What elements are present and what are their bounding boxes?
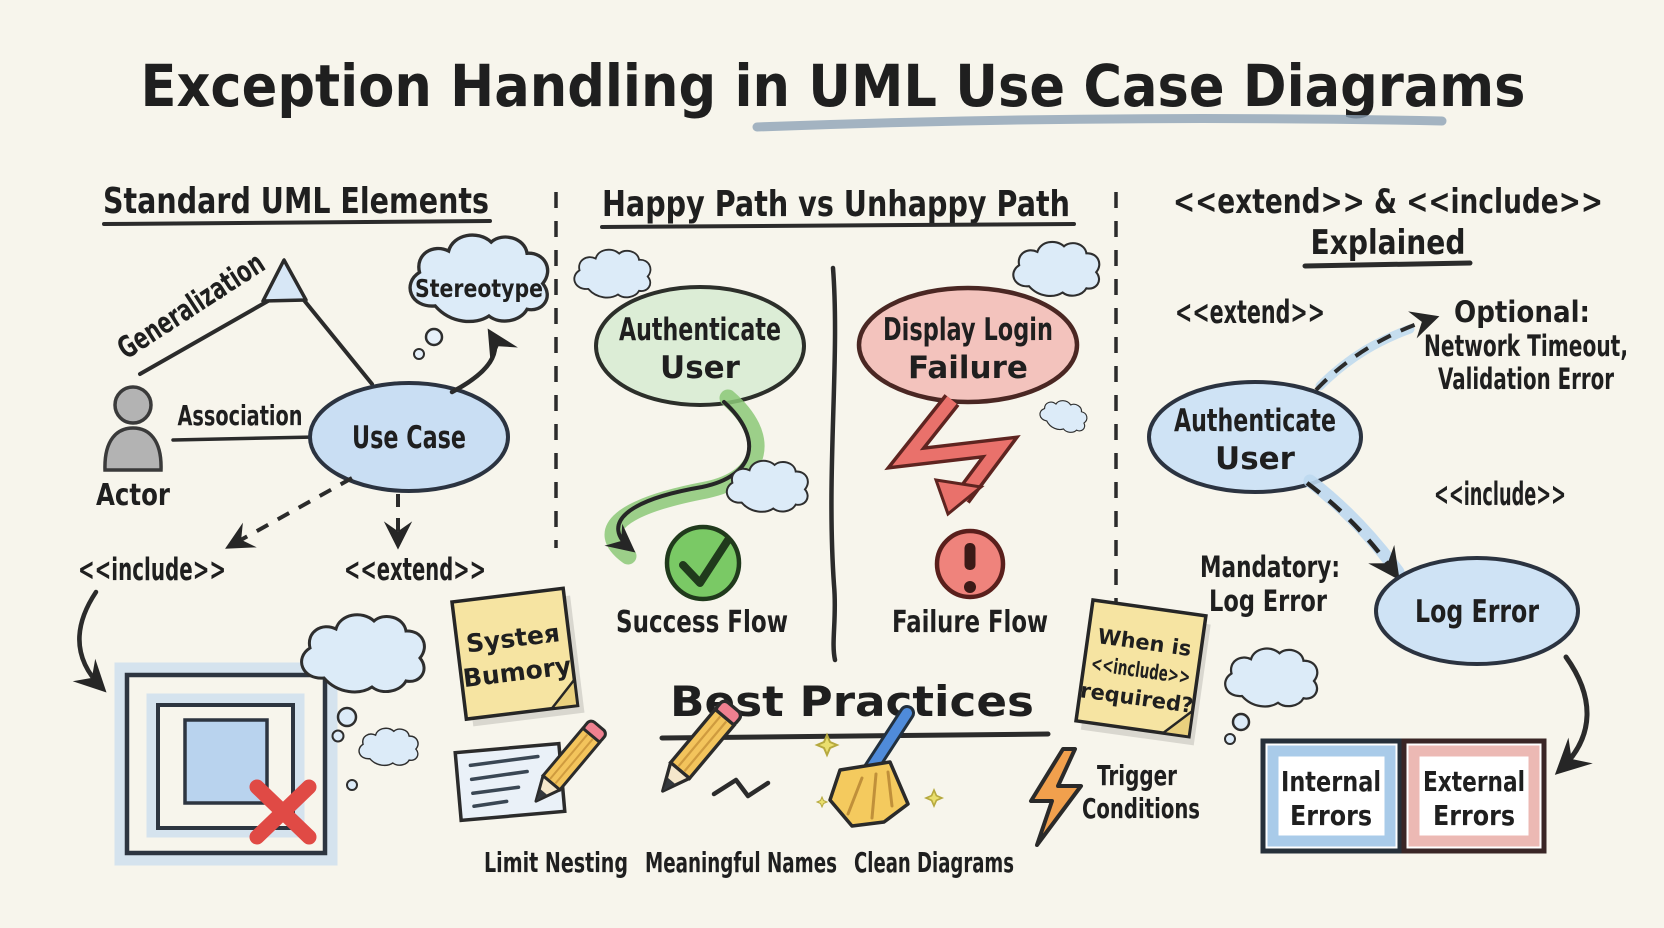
log-error-ellipse: [1374, 556, 1580, 666]
happy-bubble-line2: User: [660, 350, 741, 386]
success-flow-arrow: [604, 400, 751, 553]
use-case-label: Use Case: [352, 420, 466, 456]
actor-icon: [103, 385, 163, 472]
use-case-ellipse: [308, 381, 510, 493]
stereotype-arrow: [449, 328, 518, 395]
thought-bubble-dot: [413, 348, 425, 360]
extend-label-right: <<extend>>: [1175, 293, 1325, 331]
optional-note-line3: Validation Error: [1438, 362, 1614, 396]
extend-label-left: <<extend>>: [344, 552, 486, 588]
success-flow-caption: Success Flow: [616, 605, 788, 640]
thought-bubble-dot: [331, 729, 345, 743]
authenticate-user-ellipse-happy: [594, 285, 806, 407]
external-errors-box: External Errors: [1401, 738, 1547, 854]
include-label-left: <<include>>: [78, 552, 226, 588]
include-label-right: <<include>>: [1434, 475, 1566, 513]
thought-bubble-dot: [1231, 712, 1251, 732]
explained-underline: [1302, 260, 1473, 269]
thought-bubble-dot: [346, 779, 358, 791]
log-error-label: Log Error: [1415, 594, 1540, 630]
internal-box-line2: Errors: [1290, 799, 1372, 832]
log-error-to-boxes-arrow: [1554, 654, 1593, 775]
optional-note-line2: Network Timeout,: [1424, 329, 1628, 363]
divider-middle-solid: [829, 265, 838, 663]
actor-label: Actor: [96, 478, 170, 513]
happy-bubble-line1: Authenticate: [619, 312, 781, 348]
happy-unhappy-underline: [600, 222, 1076, 229]
unhappy-bubble-line2: Failure: [908, 350, 1028, 386]
generalization-line: [138, 299, 270, 376]
standard-uml-underline: [102, 219, 492, 226]
title-underline: [752, 114, 1447, 132]
section-extend-include: <<extend>> & <<include>> Explained <<ext…: [1147, 182, 1628, 854]
failure-flow-caption: Failure Flow: [892, 605, 1048, 640]
authenticate-user-ellipse-right: [1147, 380, 1363, 494]
stereotype-label: Stereotype: [415, 274, 543, 303]
mandatory-note-line2: Log Error: [1209, 584, 1328, 618]
authenticate-right-line1: Authenticate: [1174, 403, 1336, 439]
generalization-triangle: [261, 258, 308, 303]
optional-note-line1: Optional:: [1454, 295, 1590, 329]
thought-bubble-dot: [1224, 733, 1236, 745]
happy-unhappy-header: Happy Path vs Unhappy Path: [602, 184, 1070, 225]
failure-exclamation-icon: [934, 528, 1006, 600]
association-line: [171, 435, 318, 442]
best-practice-label-2: Meaningful Names: [645, 846, 837, 879]
authenticate-right-line2: User: [1215, 441, 1296, 477]
unhappy-bubble-line1: Display Login: [883, 312, 1053, 348]
generalization-line-2: [301, 297, 374, 386]
failure-lightning-arrow: [884, 394, 1021, 517]
external-box-line2: Errors: [1433, 799, 1515, 832]
red-x-icon: [249, 779, 317, 845]
best-practice-label-4-line2: Conditions: [1082, 792, 1200, 825]
broom-icon: [816, 705, 943, 828]
association-label: Association: [178, 399, 303, 432]
section-happy-unhappy: Happy Path vs Unhappy Path Authenticate …: [573, 184, 1211, 746]
pencil-icon: [661, 699, 771, 799]
best-practice-label-3: Clean Diagrams: [854, 846, 1014, 879]
internal-box-line1: Internal: [1281, 765, 1381, 798]
sticky-note-system-boundary: Systeя Bumory: [450, 586, 585, 727]
squiggle-line: [711, 777, 771, 799]
external-box-line1: External: [1423, 765, 1525, 798]
section-best-practices: Best Practices Limit Nesting: [453, 677, 1200, 879]
internal-errors-box: Internal Errors: [1260, 738, 1403, 854]
thought-bubble-dot: [336, 706, 358, 728]
include-dashed-arrow-right: [1305, 481, 1400, 581]
note-pencil-icon: [453, 719, 607, 823]
success-check-icon: [664, 524, 742, 602]
best-practice-label-1: Limit Nesting: [484, 846, 628, 879]
mandatory-note-line1: Mandatory:: [1200, 550, 1340, 584]
best-practice-label-4-line1: Trigger: [1097, 759, 1177, 792]
explained-header-line1: <<extend>> & <<include>>: [1173, 182, 1603, 222]
sticky-note-when-include: When is <<include>> required?: [1074, 598, 1211, 746]
standard-uml-header: Standard UML Elements: [103, 181, 489, 222]
page-title: Exception Handling in UML Use Case Diagr…: [141, 52, 1526, 120]
lightning-icon: [1029, 747, 1083, 847]
nesting-arrow: [72, 589, 107, 693]
best-practices-underline: [659, 731, 1051, 741]
display-login-failure-ellipse: [856, 285, 1080, 405]
nested-squares-illustration: [114, 662, 338, 866]
explained-header-line2: Explained: [1311, 223, 1466, 263]
thought-bubble-dot: [424, 327, 444, 347]
